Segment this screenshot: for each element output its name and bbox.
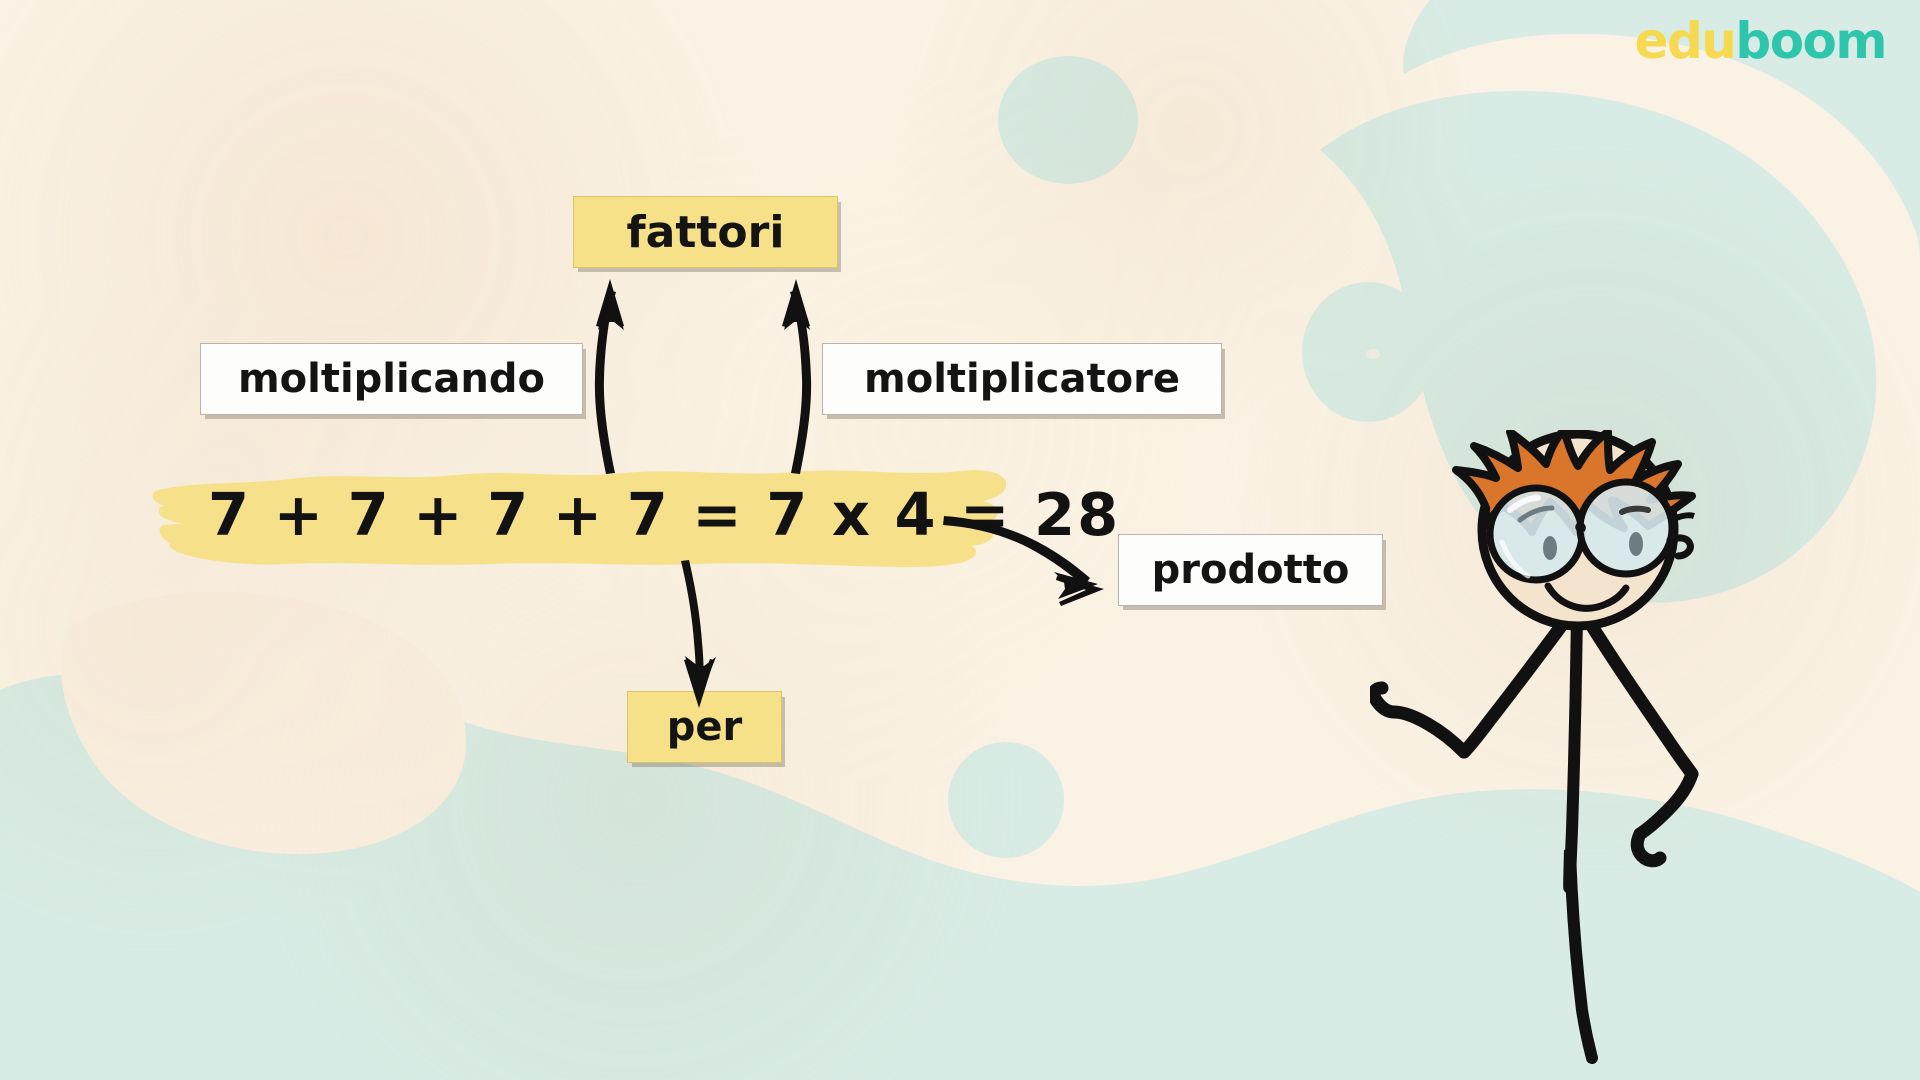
label-text-moltiplicatore: moltiplicatore (864, 356, 1180, 402)
logo-text-boom: boom (1735, 12, 1887, 70)
label-text-prodotto: prodotto (1151, 547, 1350, 593)
character-smile (1544, 582, 1630, 612)
equation-text: 7 + 7 + 7 + 7 = 7 x 4 = 28 (208, 480, 1121, 549)
equation-group: 7 + 7 + 7 + 7 = 7 x 4 = 28 (150, 455, 1118, 585)
mint-blob-right (1403, 0, 1920, 268)
left-eye (1543, 536, 1557, 560)
glasses-temple (1669, 512, 1695, 523)
mint-circle-1 (998, 56, 1138, 184)
label-box-per[interactable]: per (627, 691, 782, 763)
glasses-right-lens (1576, 478, 1676, 578)
glasses-left-lens (1486, 484, 1586, 584)
right-eyebrow (1619, 505, 1651, 515)
left-eyebrow (1517, 505, 1555, 523)
character-body (1370, 603, 1699, 1064)
mint-circle-highlight (1366, 349, 1380, 359)
character-head (1452, 430, 1696, 631)
label-box-moltiplicando[interactable]: moltiplicando (200, 343, 583, 415)
mint-circle-3 (948, 742, 1064, 858)
label-text-per: per (666, 704, 743, 750)
lens-glint-left (1507, 495, 1541, 513)
highlighter-stroke (152, 470, 1007, 567)
character-ear (1666, 534, 1694, 560)
eduboom-logo: eduboom (1635, 16, 1888, 66)
right-eye (1629, 532, 1643, 556)
cream-island-left (61, 591, 467, 855)
label-text-moltiplicando: moltiplicando (237, 356, 546, 402)
mint-blob-bottom-right (1264, 789, 1920, 1080)
stick-figure-character (1370, 430, 1699, 1064)
label-box-fattori[interactable]: fattori (573, 196, 838, 268)
logo-text-edu: edu (1634, 12, 1737, 70)
label-box-prodotto[interactable]: prodotto (1118, 534, 1383, 606)
label-text-fattori: fattori (626, 206, 785, 258)
label-box-moltiplicatore[interactable]: moltiplicatore (822, 343, 1222, 415)
